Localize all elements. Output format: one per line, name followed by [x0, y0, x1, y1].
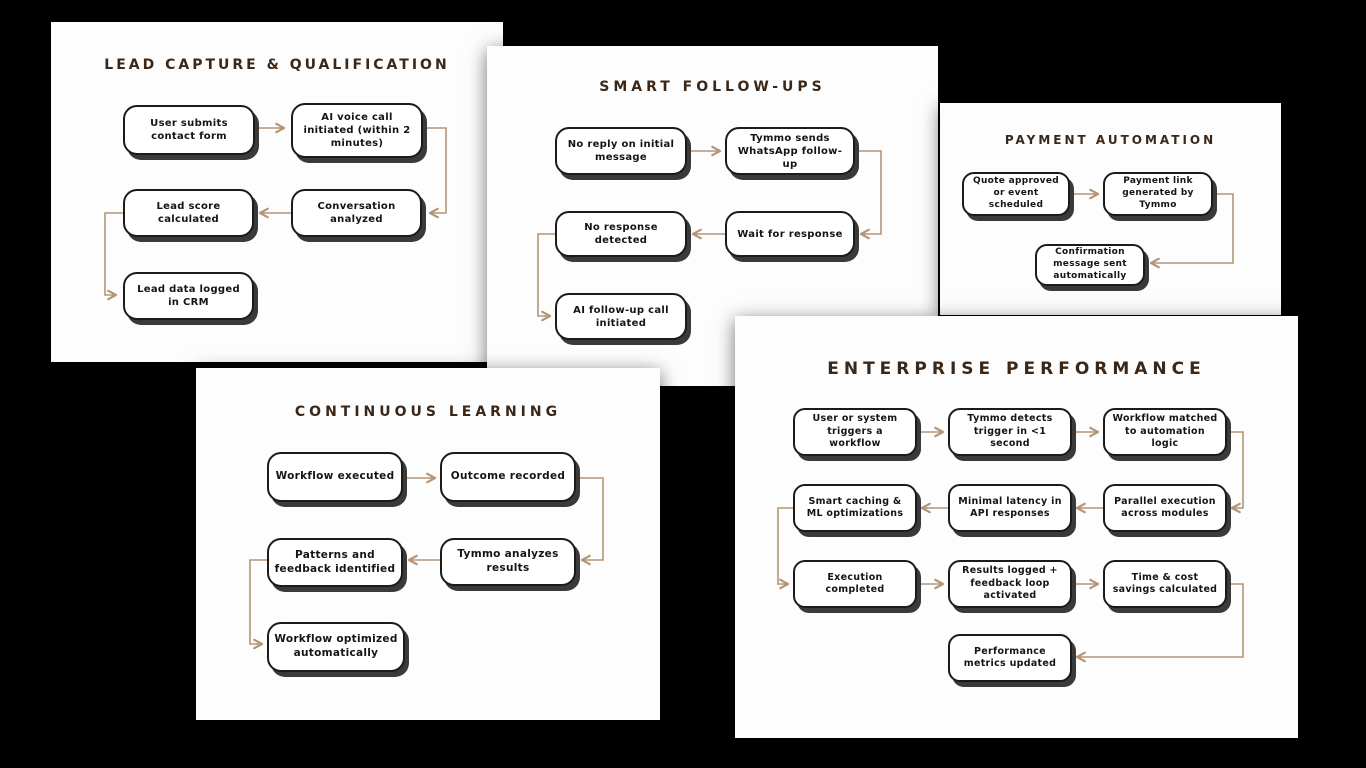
card-title-smart-follow-ups: SMART FOLLOW-UPS — [599, 79, 826, 95]
flow-node: No reply on initial message — [555, 127, 687, 175]
flow-node: Quote approved or event scheduled — [962, 172, 1070, 216]
card-continuous-learning: CONTINUOUS LEARNING Workflow executed Ou… — [196, 368, 660, 720]
card-title-lead-capture: LEAD CAPTURE & QUALIFICATION — [104, 57, 450, 73]
flow-node: Confirmation message sent automatically — [1035, 244, 1145, 286]
flow-node: Results logged + feedback loop activated — [948, 560, 1072, 608]
card-title-payment-automation: PAYMENT AUTOMATION — [1004, 133, 1217, 147]
flow-node: Patterns and feedback identified — [267, 538, 403, 587]
connector-lines — [249, 472, 604, 650]
flow-node: Execution completed — [793, 560, 917, 608]
card-smart-follow-ups: SMART FOLLOW-UPS No reply on initial mes… — [487, 46, 938, 386]
flow-node: Tymmo analyzes results — [440, 538, 576, 586]
flow-node: Workflow executed — [267, 452, 403, 502]
flow-node: Workflow matched to automation logic — [1103, 408, 1227, 456]
flow-node: Performance metrics updated — [948, 634, 1072, 682]
flow-node: Tymmo detects trigger in <1 second — [948, 408, 1072, 456]
flow-node: User or system triggers a workflow — [793, 408, 917, 456]
card-title-continuous-learning: CONTINUOUS LEARNING — [294, 404, 562, 420]
flow-node: Wait for response — [725, 211, 855, 257]
flow-node: Payment link generated by Tymmo — [1103, 172, 1213, 216]
flow-node: Tymmo sends WhatsApp follow-up — [725, 127, 855, 175]
flow-node: Lead data logged in CRM — [123, 272, 254, 320]
flow-node: User submits contact form — [123, 105, 255, 155]
card-title-enterprise-performance: ENTERPRISE PERFORMANCE — [827, 359, 1206, 379]
flow-node: Conversation analyzed — [291, 189, 422, 237]
flow-node: AI voice call initiated (within 2 minute… — [291, 103, 423, 158]
flow-node: AI follow-up call initiated — [555, 293, 687, 340]
card-payment-automation: PAYMENT AUTOMATION Quote approved or eve… — [940, 103, 1281, 315]
card-enterprise-performance: ENTERPRISE PERFORMANCE User or system tr… — [735, 316, 1298, 738]
flow-node: Time & cost savings calculated — [1103, 560, 1227, 608]
flow-node: No response detected — [555, 211, 687, 257]
flow-node: Workflow optimized automatically — [267, 622, 405, 672]
flow-node: Outcome recorded — [440, 452, 576, 502]
flow-node: Smart caching & ML optimizations — [793, 484, 917, 532]
card-lead-capture: LEAD CAPTURE & QUALIFICATION User submit… — [51, 22, 503, 362]
flow-node: Lead score calculated — [123, 189, 254, 237]
flow-node: Parallel execution across modules — [1103, 484, 1227, 532]
flow-node: Minimal latency in API responses — [948, 484, 1072, 532]
